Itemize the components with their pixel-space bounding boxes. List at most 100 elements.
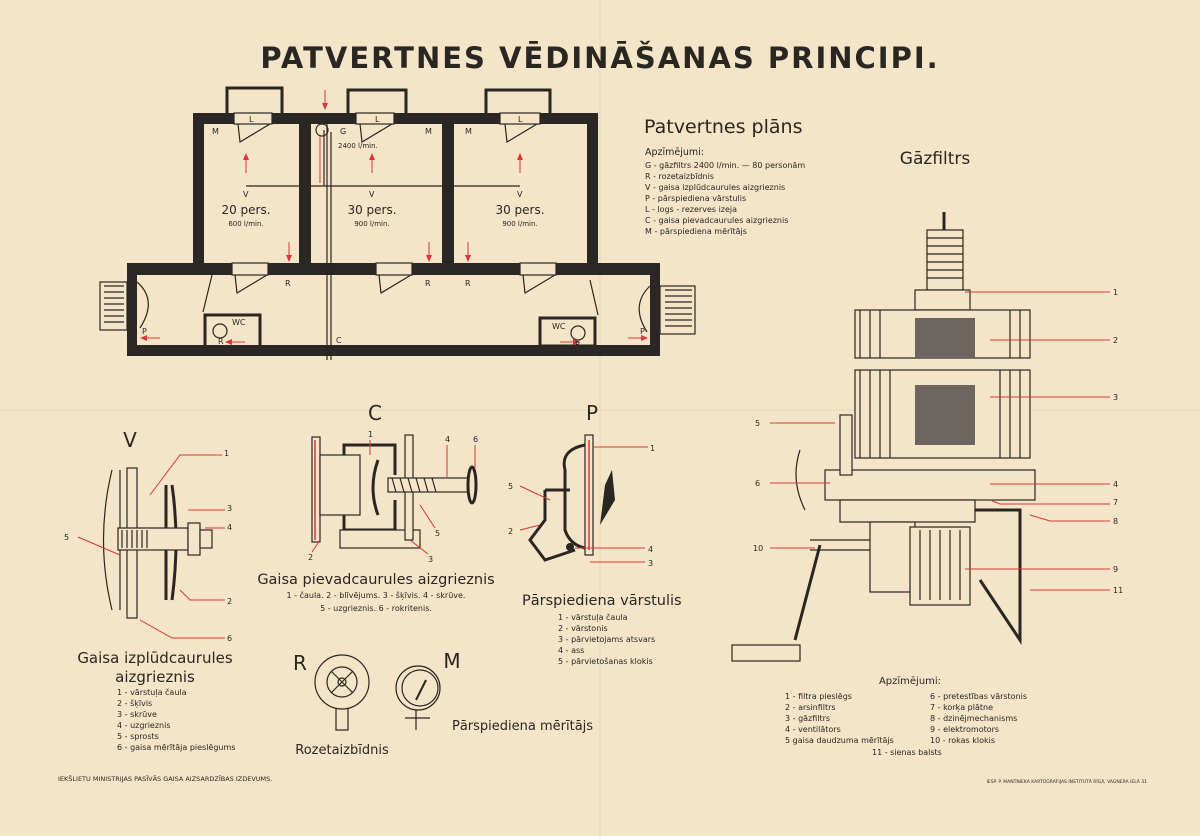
callout: 2 — [508, 527, 513, 536]
gauge-drawing: M Pārspiediena mērītājs — [395, 649, 593, 734]
gasfilter-legend: 1 - filtra pieslēgs 2 - arsinfiltrs 3 - … — [785, 692, 1027, 757]
callout: 1 — [1113, 288, 1118, 297]
valve-c-title: Gaisa pievadcaurules aizgrieznis — [257, 572, 494, 588]
callout: 5 — [508, 482, 513, 491]
valve-v-legend: 1 - vārstuļa čaula 2 - šķīvis 3 - skrūve… — [117, 687, 235, 752]
legend-item: 3 - gāzfiltrs — [785, 714, 830, 723]
callout: 2 — [227, 597, 232, 606]
legend-item: 11 - sienas balsts — [872, 748, 942, 757]
callout: 5 — [435, 529, 440, 538]
mark-p: P — [142, 327, 147, 336]
mark-r: R — [218, 337, 224, 346]
room-persons: 30 pers. — [347, 203, 396, 217]
wc-label: WC — [552, 322, 566, 331]
legend-item: 1 - filtra pieslēgs — [785, 692, 852, 701]
callout: 4 — [227, 523, 232, 532]
legend-item: 8 - dzinējmechanisms — [930, 714, 1017, 723]
mark-p: P — [640, 327, 645, 336]
legend-item: R - rozetaizbīdnis — [645, 172, 714, 181]
mark-c: C — [336, 336, 342, 345]
mark-r: R — [575, 340, 581, 349]
page-title: PATVERTNES VĒDINĀŠANAS PRINCIPI. — [260, 41, 939, 75]
plan-heading: Patvertnes plāns — [644, 116, 803, 138]
mark-m: M — [465, 127, 472, 136]
mark-r: R — [285, 279, 291, 288]
room-flow: 600 l/min. — [228, 220, 263, 228]
legend-item: 7 - korķa plātne — [930, 703, 993, 713]
legend-item: 2 - vārstonis — [558, 624, 608, 633]
legend-item: 1 - vārstuļa čaula — [117, 687, 187, 698]
valve-p-title: Pārspiediena vārstulis — [522, 593, 682, 609]
filter-flow: 2400 l/min. — [338, 142, 378, 150]
mark-m: M — [425, 127, 432, 136]
valve-c-letter: C — [368, 401, 382, 425]
callout: 3 — [1113, 393, 1118, 402]
mark-m: M — [212, 127, 219, 136]
mark-r: R — [425, 279, 431, 288]
mark-r: R — [465, 279, 471, 288]
footer-publisher: IEKŠLIETU MINISTRIJAS PASĪVĀS GAISA AIZS… — [58, 774, 272, 783]
legend-item: 3 - pārvietojams atsvars — [558, 635, 655, 644]
callout: 1 — [368, 430, 373, 439]
rosette-title: Rozetaizbīdnis — [295, 743, 389, 758]
legend-item: P - pārspiediena vārstulis — [645, 194, 746, 203]
callout: 3 — [428, 555, 433, 564]
plan-legend: G - gāzfiltrs 2400 l/min. — 80 personām … — [645, 161, 805, 236]
legend-item: M - pārspiediena mērītājs — [645, 227, 747, 236]
mark-l: L — [518, 115, 523, 124]
gasfilter-drawing: 1 2 3 4 5 6 7 8 9 10 11 — [731, 212, 1123, 662]
legend-item: 10 - rokas klokis — [930, 736, 995, 745]
wc-label: WC — [232, 318, 246, 327]
callout: 10 — [753, 544, 763, 553]
mark-l: L — [375, 115, 380, 124]
callout: 2 — [308, 553, 313, 562]
mark-g: G — [340, 127, 346, 136]
footer-printer: IESP. P. MANTNIEKA KARTOGRAFIJAS INSTITU… — [986, 778, 1147, 785]
room-flow: 900 l/min. — [354, 220, 389, 228]
valve-p-legend: 1 - vārstuļa čaula 2 - vārstonis 3 - pār… — [558, 612, 655, 666]
mark-v: V — [243, 190, 249, 199]
rosette-letter: R — [293, 651, 307, 675]
legend-item: 4 - ass — [558, 646, 584, 655]
valve-c-legend: 5 - uzgrieznis. 6 - rokritenis. — [320, 604, 432, 613]
legend-item: G - gāzfiltrs 2400 l/min. — 80 personām — [645, 161, 805, 170]
valve-v-title: aizgrieznis — [115, 668, 195, 686]
valve-v-drawing: V 1 2 3 4 5 6 Gaisa izplūdcaurules aizgr… — [64, 428, 235, 752]
legend-item: 5 - pārvietošanas klokis — [558, 656, 653, 666]
gasfilter-legend-title: Apzīmējumi: — [879, 676, 941, 687]
callout: 8 — [1113, 517, 1118, 526]
room-persons: 30 pers. — [495, 203, 544, 217]
callout: 1 — [224, 449, 229, 458]
callout: 2 — [1113, 336, 1118, 345]
valve-p-drawing: P 1 2 3 4 5 Pārspiediena vārstulis 1 - v… — [508, 401, 682, 666]
legend-item: 2 - arsinfiltrs — [785, 703, 836, 712]
floor-plan: WC WC M M M L L L G 2400 l/min. V — [99, 86, 696, 360]
valve-p-letter: P — [586, 401, 598, 425]
callout: 11 — [1113, 586, 1123, 595]
callout: 4 — [648, 545, 653, 554]
callout: 5 — [64, 533, 69, 542]
legend-item: V - gaisa izplūdcaurules aizgrieznis — [645, 183, 785, 192]
legend-item: 6 - pretestības vārstonis — [930, 692, 1027, 701]
callout: 4 — [445, 435, 450, 444]
mark-l: L — [249, 115, 254, 124]
plan-legend-title: Apzīmējumi: — [645, 147, 704, 158]
valve-v-title: Gaisa izplūdcaurules — [77, 649, 233, 667]
valve-v-letter: V — [123, 428, 137, 452]
legend-item: C - gaisa pievadcaurules aizgrieznis — [645, 216, 788, 225]
legend-item: 6 - gaisa mērītāja pieslēgums — [117, 743, 235, 752]
room-flow: 900 l/min. — [502, 220, 537, 228]
legend-item: L - logs - rezerves izeja — [645, 205, 737, 214]
callout: 1 — [650, 444, 655, 453]
callout: 6 — [755, 479, 760, 488]
callout: 6 — [227, 634, 232, 643]
callout: 3 — [648, 559, 653, 568]
callout: 6 — [473, 435, 478, 444]
legend-item: 1 - vārstuļa čaula — [558, 612, 628, 623]
legend-item: 2 - šķīvis — [117, 698, 152, 709]
legend-item: 9 - elektromotors — [930, 725, 999, 734]
legend-item: 5 gaisa daudzuma mērītājs — [785, 736, 894, 745]
callout: 3 — [227, 504, 232, 513]
callout: 9 — [1113, 565, 1118, 574]
